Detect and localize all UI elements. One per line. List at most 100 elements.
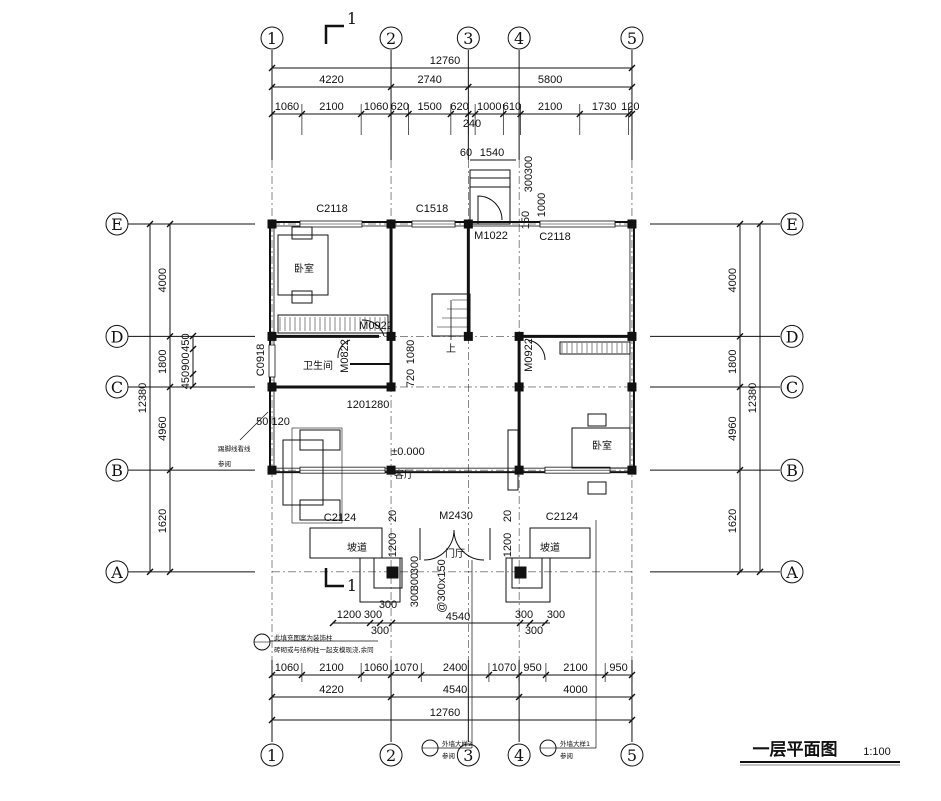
- door-m2430: M2430: [439, 510, 473, 522]
- dimension-label: 2100: [319, 662, 343, 674]
- dimension-label: 1540: [480, 147, 504, 159]
- dimension-tick: [166, 220, 174, 228]
- axis-label-col: 3: [463, 29, 473, 48]
- dimension-tick: [189, 382, 197, 390]
- dimension-label: 1200: [337, 609, 361, 621]
- dimension-tick: [756, 220, 764, 228]
- axis-bubble: [105, 560, 129, 584]
- axis-bubble: [456, 26, 480, 50]
- dimension-tick: [541, 619, 549, 627]
- detail-2: 外墙大样2: [442, 739, 472, 748]
- dimension-tick: [628, 83, 636, 91]
- dimension-label: 300: [364, 609, 382, 621]
- dimension-tick: [387, 83, 395, 91]
- dimension-label: 12380: [747, 383, 759, 414]
- dimension-tick: [628, 64, 636, 72]
- dimension-tick: [516, 619, 524, 627]
- dimension-label: 1730: [592, 101, 616, 113]
- dimension-label: 1620: [157, 509, 169, 533]
- axis-label-row: D: [786, 327, 799, 346]
- dimension-tick: [189, 345, 197, 353]
- note-ref: 参阅: [218, 459, 231, 468]
- door-m0822-swing: [337, 339, 351, 359]
- axis-label-row: C: [111, 378, 123, 397]
- wardrobe-2: [559, 341, 631, 355]
- wardrobe-1: [277, 314, 389, 334]
- dimension-label: 620: [450, 101, 468, 113]
- dimension-label: 2740: [417, 74, 441, 86]
- foyer: 门厅: [445, 547, 465, 560]
- porch-column: [386, 566, 399, 579]
- stair-up: 上: [446, 343, 456, 355]
- column: [627, 219, 637, 229]
- dimension-tick: [146, 220, 154, 228]
- dimension-label: 620: [391, 101, 409, 113]
- window-c0918: [268, 344, 276, 378]
- dim-50-120: 50 120: [256, 416, 290, 428]
- dim-20-a: 20: [387, 510, 399, 522]
- axis-label-col: 4: [514, 29, 524, 48]
- detail-1-ref: 参阅: [560, 751, 573, 760]
- dimension-tick: [189, 332, 197, 340]
- win-c2118-b: C2118: [539, 231, 571, 243]
- drawing-title: 一层平面图: [753, 740, 838, 760]
- detail-1: 外墙大样1: [560, 739, 590, 748]
- porch-step: [359, 557, 401, 603]
- dimension-label: 12380: [137, 383, 149, 414]
- dimension-label: 1620: [727, 509, 739, 533]
- porch-step: [505, 557, 551, 603]
- dim-1201280: 1201280: [347, 399, 390, 411]
- axis-bubble: [780, 212, 804, 236]
- section-mark-bottom: [324, 568, 344, 588]
- axis-bubble: [620, 26, 644, 50]
- armchair: [299, 429, 341, 451]
- step-spec: @300x150: [436, 559, 448, 612]
- living-room: 客厅: [394, 468, 414, 481]
- door-m0922-a: M0922: [359, 320, 393, 332]
- dimension-label: 150: [520, 211, 532, 229]
- axis-bubble: [507, 26, 531, 50]
- section-mark-label: 1: [347, 576, 357, 595]
- tv-cabinet: [507, 429, 519, 491]
- nightstand: [291, 226, 313, 240]
- axis-label-row: D: [111, 327, 124, 346]
- axis-bubble: [456, 743, 480, 767]
- dimension-label: 1060: [364, 101, 388, 113]
- bed-1: [277, 234, 329, 296]
- win-c0918: C0918: [255, 344, 267, 376]
- dimension-tick: [366, 619, 374, 627]
- drawing-scale: 1:100: [863, 746, 891, 758]
- dimension-tick: [268, 64, 276, 72]
- leader-line: [239, 411, 269, 441]
- door-m1022: M1022: [474, 230, 508, 242]
- axis-bubble: [379, 743, 403, 767]
- dimension-tick: [464, 83, 472, 91]
- dimension-tick: [736, 466, 744, 474]
- dimension-tick: [388, 619, 396, 627]
- axis-bubble: [379, 26, 403, 50]
- note-column-2: 砖砌或与结构柱一起支模现浇,余同: [274, 645, 374, 654]
- dimension-label: 4000: [727, 268, 739, 292]
- dimension-label: 2100: [563, 662, 587, 674]
- dimension-tick: [268, 693, 276, 701]
- ramp-right: [529, 527, 591, 559]
- dim-720: 720: [405, 369, 417, 387]
- column: [267, 382, 277, 392]
- door-m2430-swing: [423, 529, 485, 561]
- axis-bubble: [105, 324, 129, 348]
- axis-label-row: E: [786, 215, 798, 234]
- dimension-label: 4540: [446, 611, 470, 623]
- column: [627, 382, 637, 392]
- dimension-tick: [736, 383, 744, 391]
- dimension-label: 300: [379, 599, 397, 611]
- dimension-tick: [146, 568, 154, 576]
- section-mark-top: [324, 24, 344, 44]
- dimension-label: 2400: [443, 662, 467, 674]
- column: [386, 219, 396, 229]
- dimension-label: 4220: [319, 684, 343, 696]
- axis-label-col: 4: [514, 746, 524, 765]
- axis-bubble: [105, 458, 129, 482]
- porch-column: [514, 566, 527, 579]
- elevation: ±0.000: [391, 446, 425, 458]
